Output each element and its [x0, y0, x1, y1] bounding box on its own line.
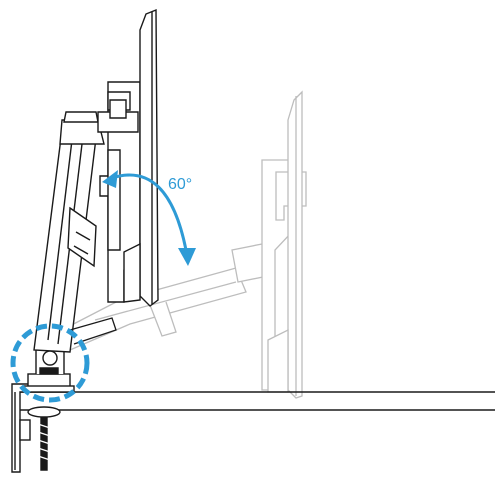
arm-link [69, 317, 117, 345]
tilt-angle-label: 60° [168, 176, 193, 193]
arrowhead-end [178, 248, 196, 266]
arrowhead-start [102, 170, 118, 188]
main-arm [33, 111, 105, 353]
monitor [97, 8, 159, 307]
pivot-joint [42, 350, 58, 366]
tilt-arc [111, 173, 188, 251]
desk-clamp [11, 383, 61, 473]
pivot-highlight-circle [10, 323, 90, 403]
tilt-arrow [102, 170, 196, 266]
desk [13, 391, 495, 411]
ghost-monitor-position [61, 90, 307, 399]
monitor-screen-panel [139, 8, 159, 307]
